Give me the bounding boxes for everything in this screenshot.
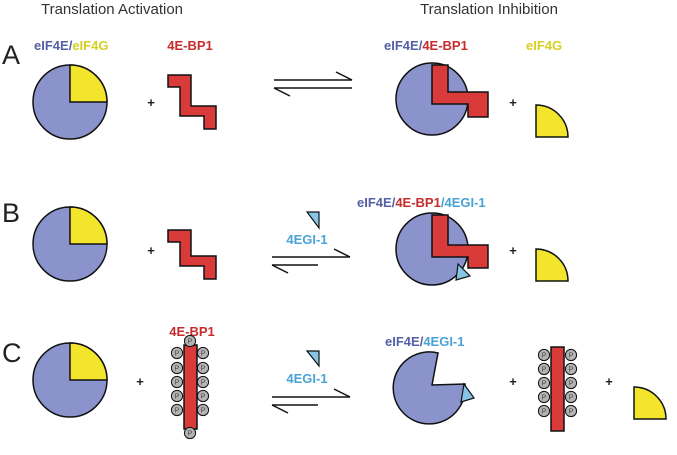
header-translation-inhibition: Translation Inhibition: [420, 1, 558, 18]
panel-c-arrow-label: 4EGI-1: [286, 371, 327, 386]
phospho-group: [183, 426, 197, 440]
phospho-group: [537, 390, 551, 404]
phospho-group: [564, 348, 578, 362]
panel-letter-b: B: [2, 198, 20, 228]
panel-b-arrow-label: 4EGI-1: [286, 232, 327, 247]
phospho-group: [537, 376, 551, 390]
panel-a-eif4g-label: eIF4G: [526, 38, 562, 53]
panel-b-4egi1-shape: [305, 211, 320, 230]
panel-a-equilibrium-arrows: [273, 71, 353, 97]
panel-b-eif4g-shape: [535, 248, 569, 282]
panel-c-eif4e-eif4g-complex: [32, 342, 108, 418]
panel-a-eif4e-eif4g-complex: [32, 64, 108, 140]
panel-c-equilibrium-arrows: [271, 388, 351, 414]
panel-letter-a: A: [2, 40, 20, 70]
panel-c-eif4g-shape: [633, 386, 667, 420]
panel-c-4egi1-shape: [305, 350, 320, 368]
panel-a-eif4e-4ebp1-complex: [395, 62, 489, 136]
phospho-group: [196, 389, 210, 403]
phospho-group: [170, 375, 184, 389]
plus-sign: +: [509, 95, 517, 110]
panel-b-4ebp1-shape: [167, 229, 217, 280]
phospho-group: [196, 375, 210, 389]
phospho-group: [564, 404, 578, 418]
panel-c-eif4e-4egi1-complex: [392, 351, 475, 425]
plus-sign: +: [509, 243, 517, 258]
phospho-group: [170, 361, 184, 375]
panel-b-eif4e-4ebp1-4egi1-complex: [395, 212, 489, 286]
panel-a-4ebp1-shape: [167, 74, 217, 130]
phospho-group: [537, 362, 551, 376]
panel-c-right-label: eIF4E/4EGI-1: [385, 334, 465, 349]
phospho-group: [564, 390, 578, 404]
phospho-group: [537, 404, 551, 418]
header-translation-activation: Translation Activation: [41, 1, 183, 18]
panel-b-eif4e-eif4g-complex: [32, 206, 108, 282]
panel-b-right-label: eIF4E/4E-BP1/4EGI-1: [357, 195, 486, 210]
panel-b-equilibrium-arrows: [271, 248, 351, 274]
panel-letter-c: C: [2, 338, 22, 368]
phospho-group: [170, 346, 184, 360]
panel-a-right-label: eIF4E/4E-BP1: [384, 38, 468, 53]
phospho-group: [170, 403, 184, 417]
phospho-group: [170, 389, 184, 403]
phospho-group: [564, 376, 578, 390]
phospho-group: [564, 362, 578, 376]
phospho-group: [196, 346, 210, 360]
phospho-group: [537, 348, 551, 362]
panel-a-complex-label: eIF4E/eIF4G: [34, 38, 108, 53]
panel-c-4ebp1-label: 4E-BP1: [169, 324, 215, 339]
panel-c-phospho-4ebp1-free: [537, 346, 578, 432]
phospho-group: [196, 361, 210, 375]
phospho-group: [196, 403, 210, 417]
eif4g-shape: [69, 64, 108, 103]
panel-a-4ebp1-label: 4E-BP1: [167, 38, 213, 53]
plus-sign: +: [509, 374, 517, 389]
plus-sign: +: [136, 374, 144, 389]
phospho-group: [183, 334, 197, 348]
plus-sign: +: [605, 374, 613, 389]
plus-sign: +: [147, 243, 155, 258]
plus-sign: +: [147, 95, 155, 110]
panel-a-eif4g-shape: [535, 104, 569, 138]
panel-c-phospho-4ebp1: [170, 334, 210, 440]
